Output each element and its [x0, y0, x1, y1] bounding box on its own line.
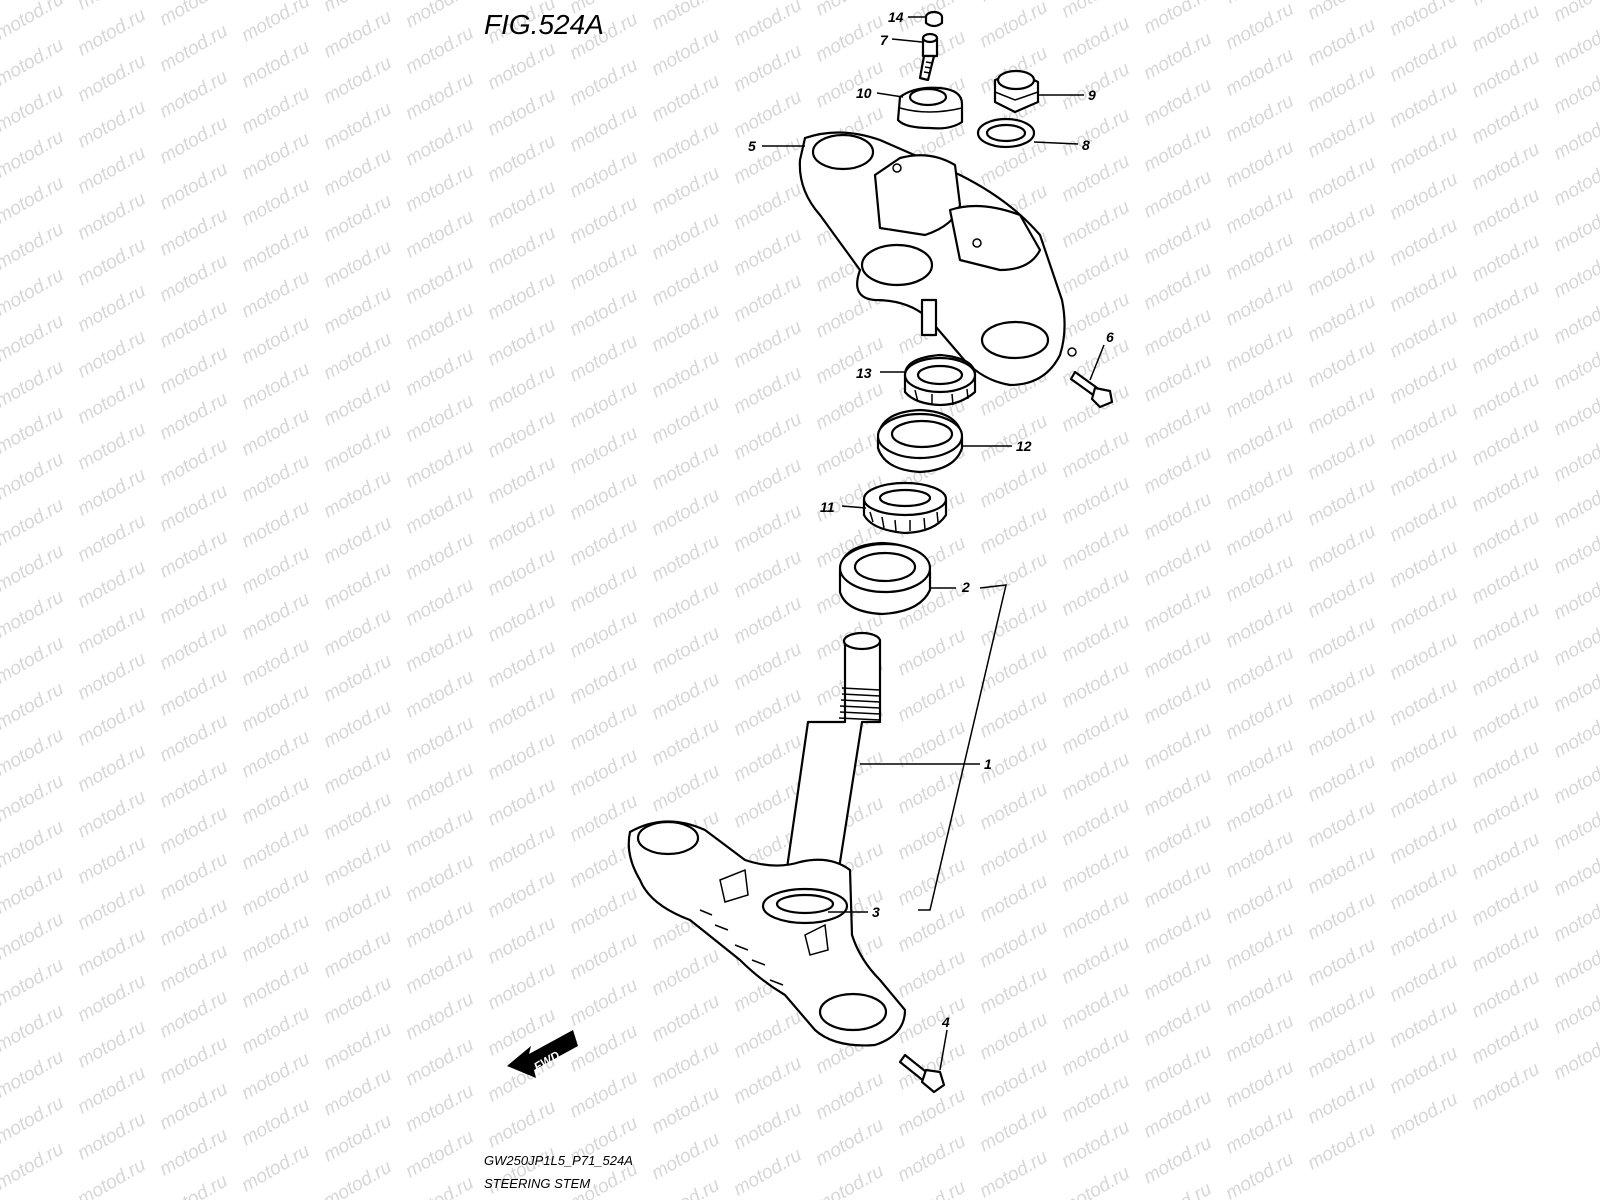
watermark-text: motod.ru [1550, 108, 1600, 164]
callout-14: 14 [888, 9, 904, 25]
figure-title: FIG.524A [484, 9, 604, 40]
watermark-text: motod.ru [1550, 384, 1600, 440]
watermark-text: motod.ru [1550, 890, 1600, 946]
leader-lines [762, 16, 1105, 1071]
part-10-clamp [896, 86, 964, 130]
watermark-text: motod.ru [1550, 568, 1600, 624]
part-5-upper-bracket [798, 131, 1077, 387]
watermark-text: motod.ru [1550, 706, 1600, 762]
footer-name: STEERING STEM [484, 1176, 590, 1191]
watermark-text: motod.ru [1550, 982, 1600, 1038]
watermark-text: motod.ru [1550, 246, 1600, 302]
watermark-text: motod.ru [1550, 1028, 1600, 1084]
watermark-text: motod.ru [1550, 752, 1600, 808]
watermark-text: motod.ru [1550, 660, 1600, 716]
watermark-text: motod.ru [1550, 292, 1600, 348]
callout-5: 5 [748, 138, 756, 154]
callout-2: 2 [961, 579, 970, 595]
part-13-lock-nut [903, 353, 977, 407]
part-6-bolt [1069, 370, 1114, 409]
callout-10: 10 [856, 85, 872, 101]
watermark-text: motod.ru [1550, 614, 1600, 670]
part-14-cap [924, 10, 944, 28]
watermark-text: motod.ru [1550, 844, 1600, 900]
callout-4: 4 [941, 1014, 950, 1030]
part-1-steering-stem [627, 631, 907, 1047]
callout-11: 11 [820, 499, 835, 515]
watermark-text: motod.ru [1550, 936, 1600, 992]
watermark-text: motod.ru [1550, 62, 1600, 118]
callout-8: 8 [1082, 137, 1090, 153]
watermark-text: motod.ru [1550, 476, 1600, 532]
part-2-race [838, 541, 932, 616]
callout-labels: 14 7 10 9 8 5 6 13 12 11 2 1 3 4 [748, 9, 1114, 1030]
callout-1: 1 [984, 756, 992, 772]
watermark-text: motod.ru [1550, 0, 1600, 26]
part-8-washer [976, 117, 1036, 149]
callout-13: 13 [856, 365, 872, 381]
part-12-race [876, 408, 964, 474]
callout-12: 12 [1016, 438, 1032, 454]
watermark-text: motod.ru [0, 1138, 68, 1194]
part-3-dust-seal [761, 887, 849, 925]
part-4-bolt [898, 1053, 946, 1094]
watermark-text: motod.ru [1550, 522, 1600, 578]
watermark-text: motod.ru [1550, 16, 1600, 72]
part-11-bearing [862, 481, 948, 535]
callout-3: 3 [872, 904, 880, 920]
footer-code: GW250JP1L5_P71_524A [484, 1153, 633, 1168]
watermark-text: motod.ru [1550, 338, 1600, 394]
watermark-text: motod.ru [1550, 798, 1600, 854]
callout-6: 6 [1106, 329, 1114, 345]
watermark-text: motod.ru [1550, 200, 1600, 256]
part-9-nut [993, 69, 1040, 114]
callout-7: 7 [880, 32, 889, 48]
callout-9: 9 [1088, 87, 1096, 103]
watermark-text: motod.ru [1550, 430, 1600, 486]
part-7-bolt [918, 32, 939, 82]
watermark-text: motod.ru [1550, 154, 1600, 210]
